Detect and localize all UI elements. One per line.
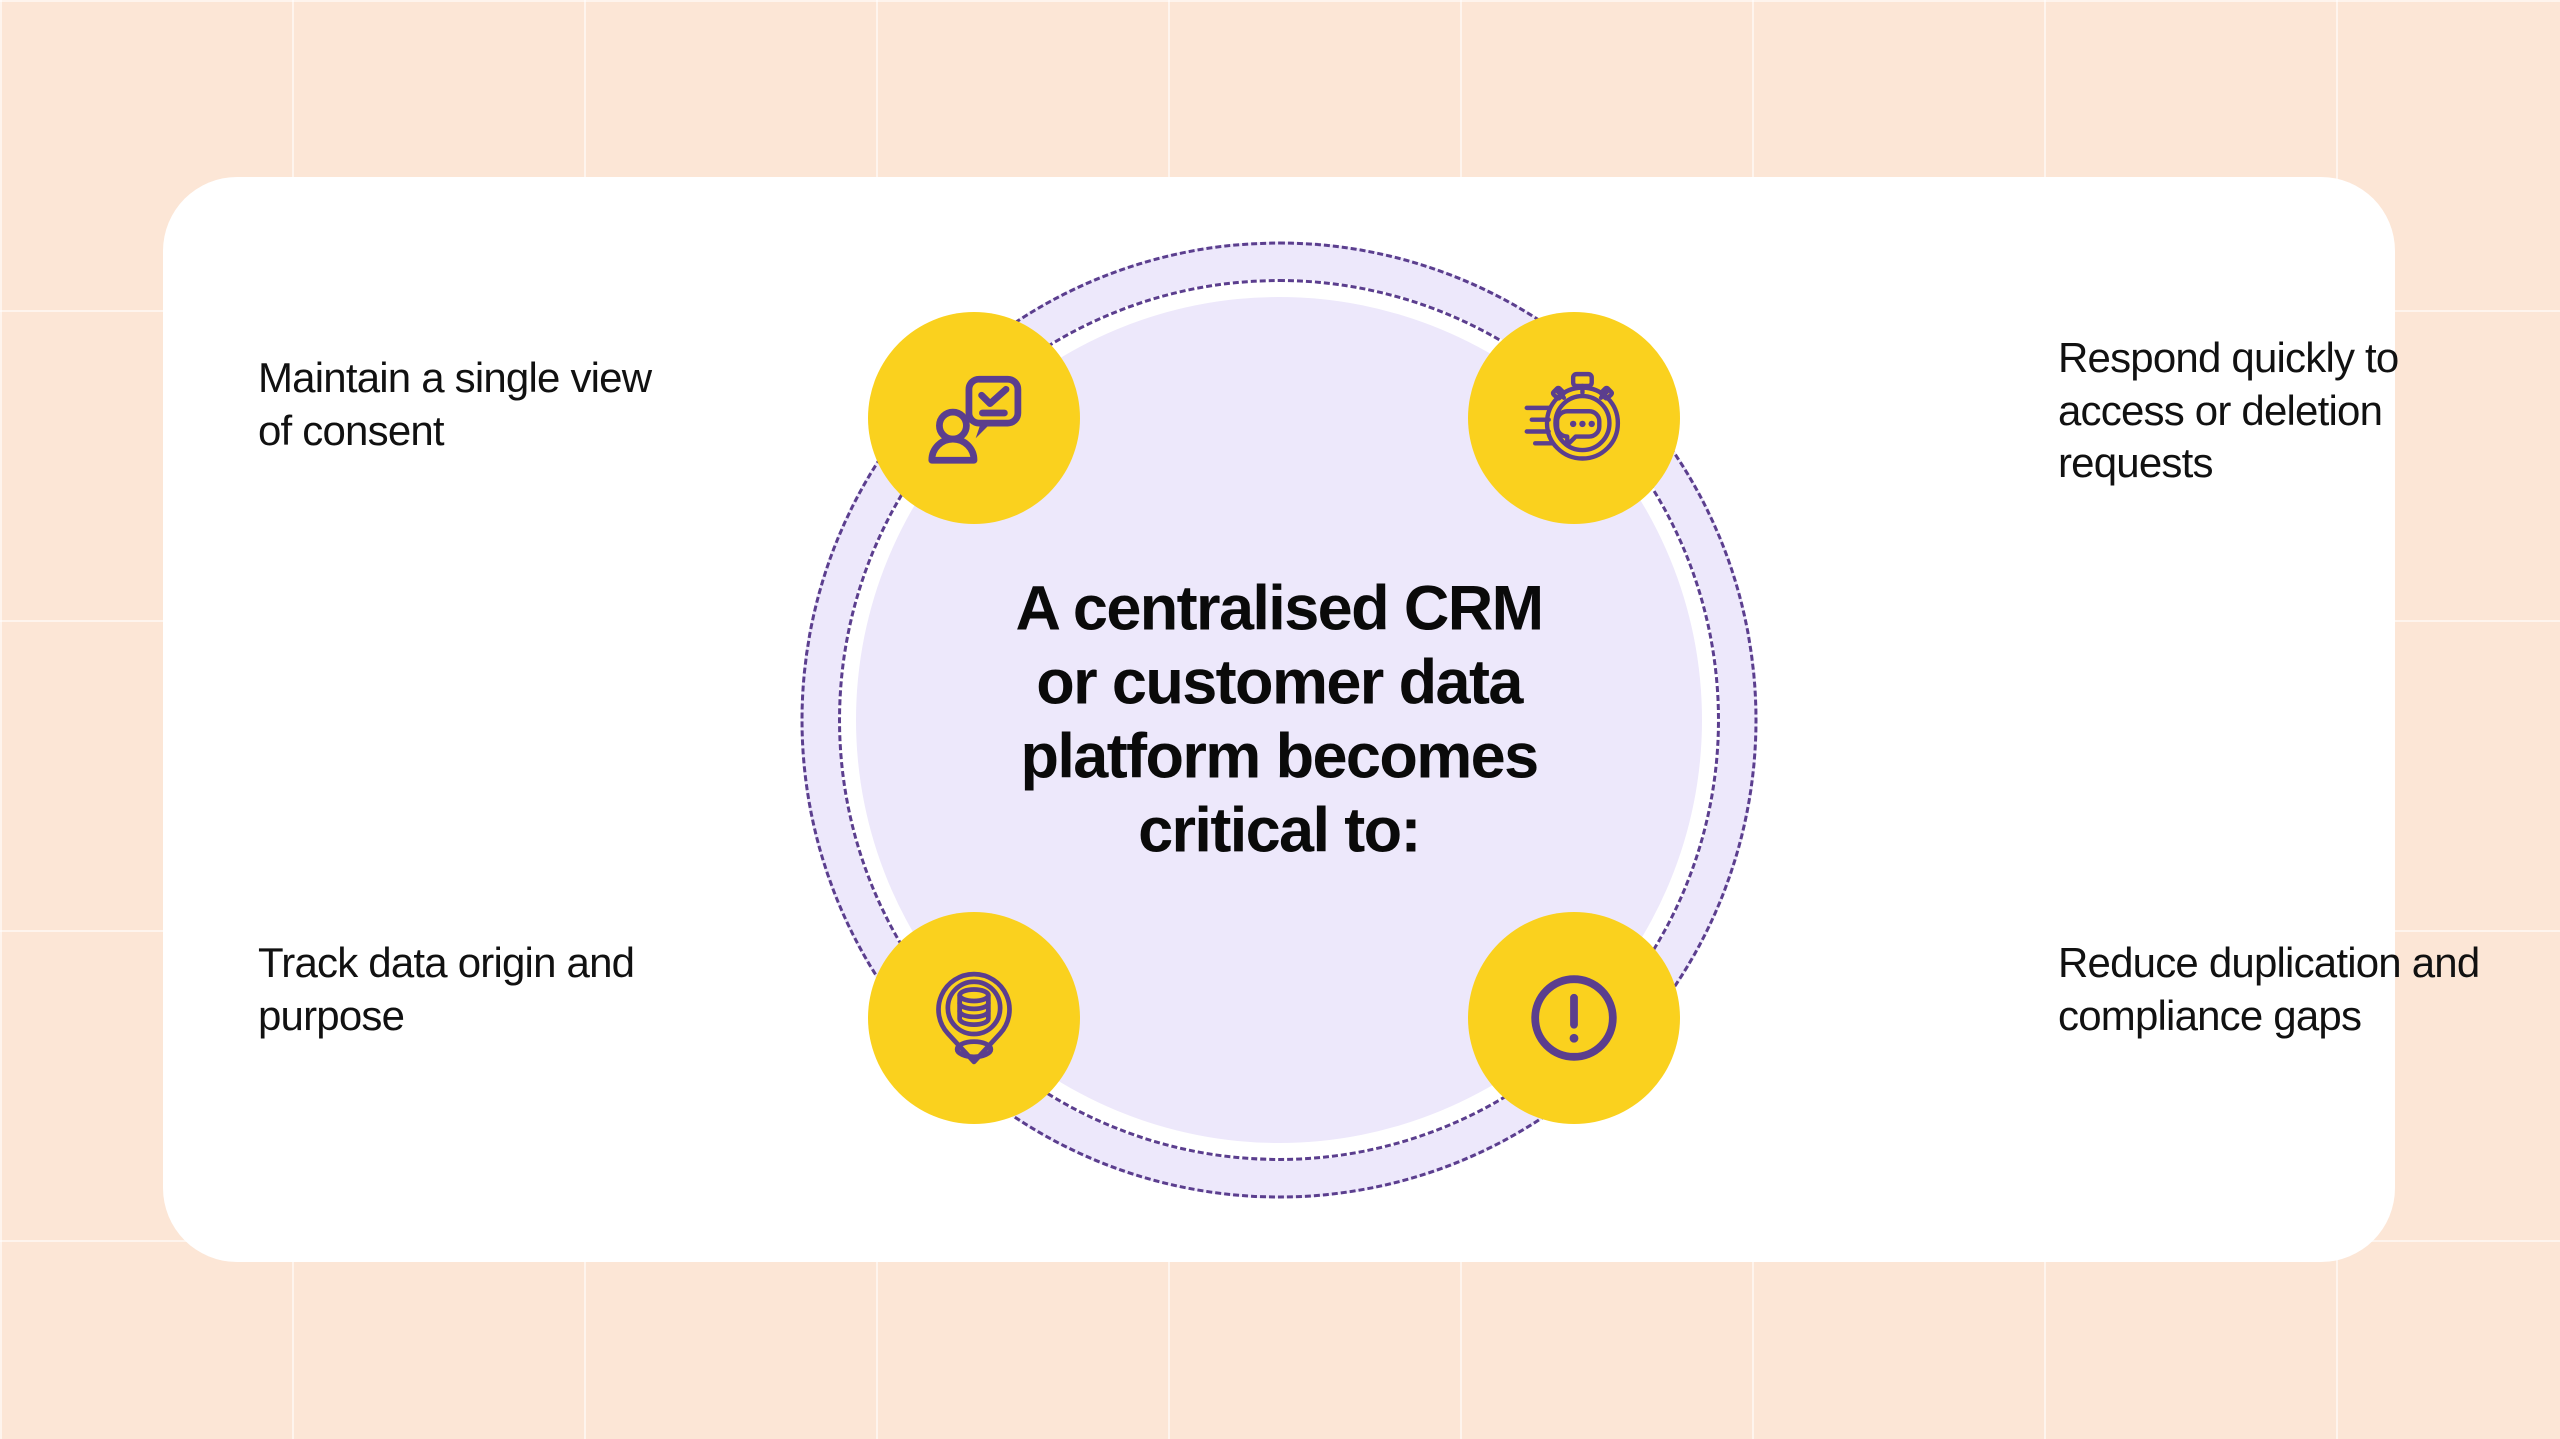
label-track-data-origin: Track data origin and purpose <box>258 939 635 1039</box>
label-reduce-duplication: Reduce duplication and compliance gaps <box>2058 939 2480 1039</box>
center-heading: A centralised CRM or customer data platf… <box>1015 572 1544 866</box>
inner-dashed-circle <box>838 278 1720 1161</box>
node-maintain-consent[interactable] <box>868 312 1080 524</box>
concentric-diagram: A centralised CRM or customer data platf… <box>163 177 2480 1262</box>
label-respond-quickly: Respond quickly to access or deletion re… <box>2058 334 2399 486</box>
stopwatch-speed-chat-icon <box>1520 364 1628 472</box>
node-respond-quickly[interactable] <box>1468 312 1680 524</box>
node-reduce-duplication[interactable] <box>1468 912 1680 1124</box>
location-pin-database-icon <box>920 964 1028 1072</box>
label-maintain-consent: Maintain a single view of consent <box>258 354 652 454</box>
person-speech-bubble-check-icon <box>920 364 1028 472</box>
node-track-data-origin[interactable] <box>868 912 1080 1124</box>
content-card: A centralised CRM or customer data platf… <box>163 177 2480 1262</box>
outer-dashed-circle <box>800 241 1758 1198</box>
exclamation-circle-icon <box>1520 964 1628 1072</box>
